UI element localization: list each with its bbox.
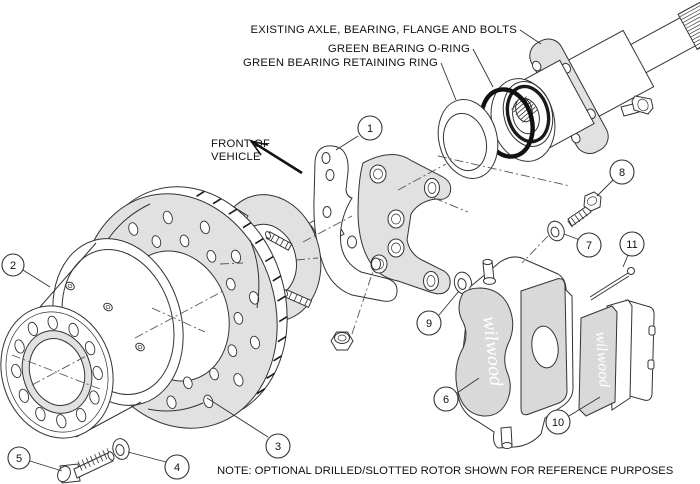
bridge-window (531, 325, 559, 369)
pad-friction-face (578, 305, 618, 417)
caliper-mounting-bracket (313, 145, 398, 302)
callouts: 1 2 3 4 5 6 7 8 9 10 11 (1, 115, 645, 480)
spline-hatch (679, 0, 700, 50)
front-arrow (249, 139, 303, 175)
svg-text:7: 7 (586, 240, 592, 252)
cotter-pin (589, 267, 635, 301)
callout-7: 7 (563, 232, 602, 258)
existing-flange-bolt (620, 95, 654, 117)
hub-eyelets (65, 281, 145, 352)
retaining-ring-inner (442, 112, 488, 172)
brake-pads: wilwood (578, 299, 656, 417)
svg-text:1: 1 (367, 123, 373, 135)
hub-flange-holes (11, 315, 103, 429)
svg-text:4: 4 (174, 462, 180, 474)
hub-bolt (57, 448, 115, 484)
svg-text:2: 2 (10, 260, 16, 272)
bracket-ear-hole (423, 271, 439, 291)
bracket-hole (322, 206, 332, 218)
svg-text:5: 5 (16, 453, 22, 465)
bracket-hole (347, 235, 357, 249)
callout-9: 9 (416, 290, 460, 336)
callout-6: 6 (433, 377, 480, 412)
svg-text:3: 3 (275, 441, 281, 453)
bracket-hole (371, 257, 381, 271)
callout-3: 3 (206, 397, 291, 459)
bleed-screw (482, 258, 496, 285)
bearing-race (502, 81, 554, 147)
lower-fitting (500, 426, 513, 449)
svg-text:10: 10 (552, 417, 564, 429)
centerlines (11, 155, 571, 390)
note-text: NOTE: OPTIONAL DRILLED/SLOTTED ROTOR SHO… (217, 465, 674, 477)
callout-2: 2 (1, 253, 51, 288)
front-of-vehicle-line2: VEHICLE (211, 151, 261, 163)
label-existing-axle: EXISTING AXLE, BEARING, FLANGE AND BOLTS (251, 24, 518, 36)
rotor-edge-slots (196, 190, 288, 395)
rotor-slot (249, 239, 260, 309)
bracket-hole (325, 169, 335, 181)
axle-spline (677, 0, 700, 51)
axle-side-bracket (357, 154, 452, 295)
caliper-bolt (567, 191, 602, 228)
caliper-bolt-washer (547, 220, 565, 242)
outer-pad (625, 299, 655, 401)
callout-1: 1 (335, 115, 383, 151)
callout-11: 11 (619, 231, 645, 268)
callout-4: 4 (127, 451, 190, 480)
flange-bolt-hole (531, 60, 542, 72)
bracket-ear-hole (424, 178, 440, 198)
bracket-hole (321, 152, 331, 164)
label-retaining-ring: GREEN BEARING RETAINING RING (243, 57, 438, 69)
axle-assembly (437, 0, 700, 179)
hub-washer (112, 438, 130, 460)
hub-bore (28, 338, 86, 406)
hub (0, 238, 184, 439)
bracket-nut (330, 331, 354, 351)
callout-10: 10 (545, 396, 601, 435)
svg-text:9: 9 (426, 318, 432, 330)
label-o-ring: GREEN BEARING O-RING (328, 43, 470, 55)
callout-5: 5 (7, 446, 63, 472)
caliper: wilwood (455, 256, 574, 449)
callout-8: 8 (596, 159, 635, 197)
svg-text:11: 11 (626, 239, 637, 251)
svg-text:8: 8 (619, 167, 625, 179)
pad-logo: wilwood (592, 331, 612, 389)
svg-text:6: 6 (443, 394, 449, 406)
text-labels: EXISTING AXLE, BEARING, FLANGE AND BOLTS… (211, 24, 674, 477)
rotor-slot (147, 402, 204, 412)
